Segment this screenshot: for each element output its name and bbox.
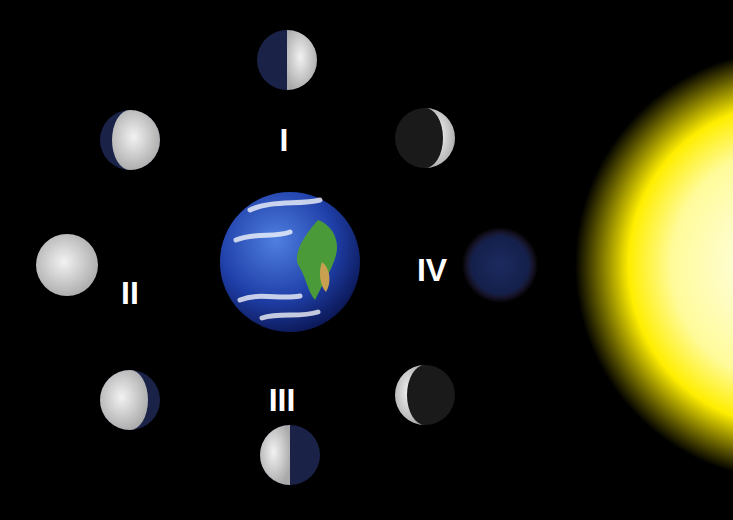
- phase-number: IV: [417, 254, 447, 286]
- moon-dark-side: [257, 30, 317, 90]
- moon-lit-side: [287, 30, 317, 90]
- phase-number: I: [280, 124, 289, 156]
- earth-land: [297, 220, 337, 300]
- moon-lit-side: [100, 370, 148, 430]
- sun: [575, 50, 733, 480]
- moon-lit-side: [112, 110, 160, 170]
- full-moon: [36, 234, 98, 296]
- moon-lit-side: [395, 365, 425, 425]
- moon-dark-side: [100, 110, 160, 170]
- moon-lit-side: [425, 108, 455, 168]
- moon-dark-side: [260, 425, 320, 485]
- moon-lit-side: [260, 425, 290, 485]
- earth: [220, 192, 360, 332]
- moon-dark-side: [395, 365, 455, 425]
- phase-number: III: [269, 384, 296, 416]
- moon-dark-side: [100, 370, 160, 430]
- earth-desert: [320, 262, 330, 292]
- earth-clouds: [236, 200, 320, 318]
- phase-number: II: [121, 277, 139, 309]
- moon-dark-side: [395, 108, 455, 168]
- new-moon: [462, 227, 538, 303]
